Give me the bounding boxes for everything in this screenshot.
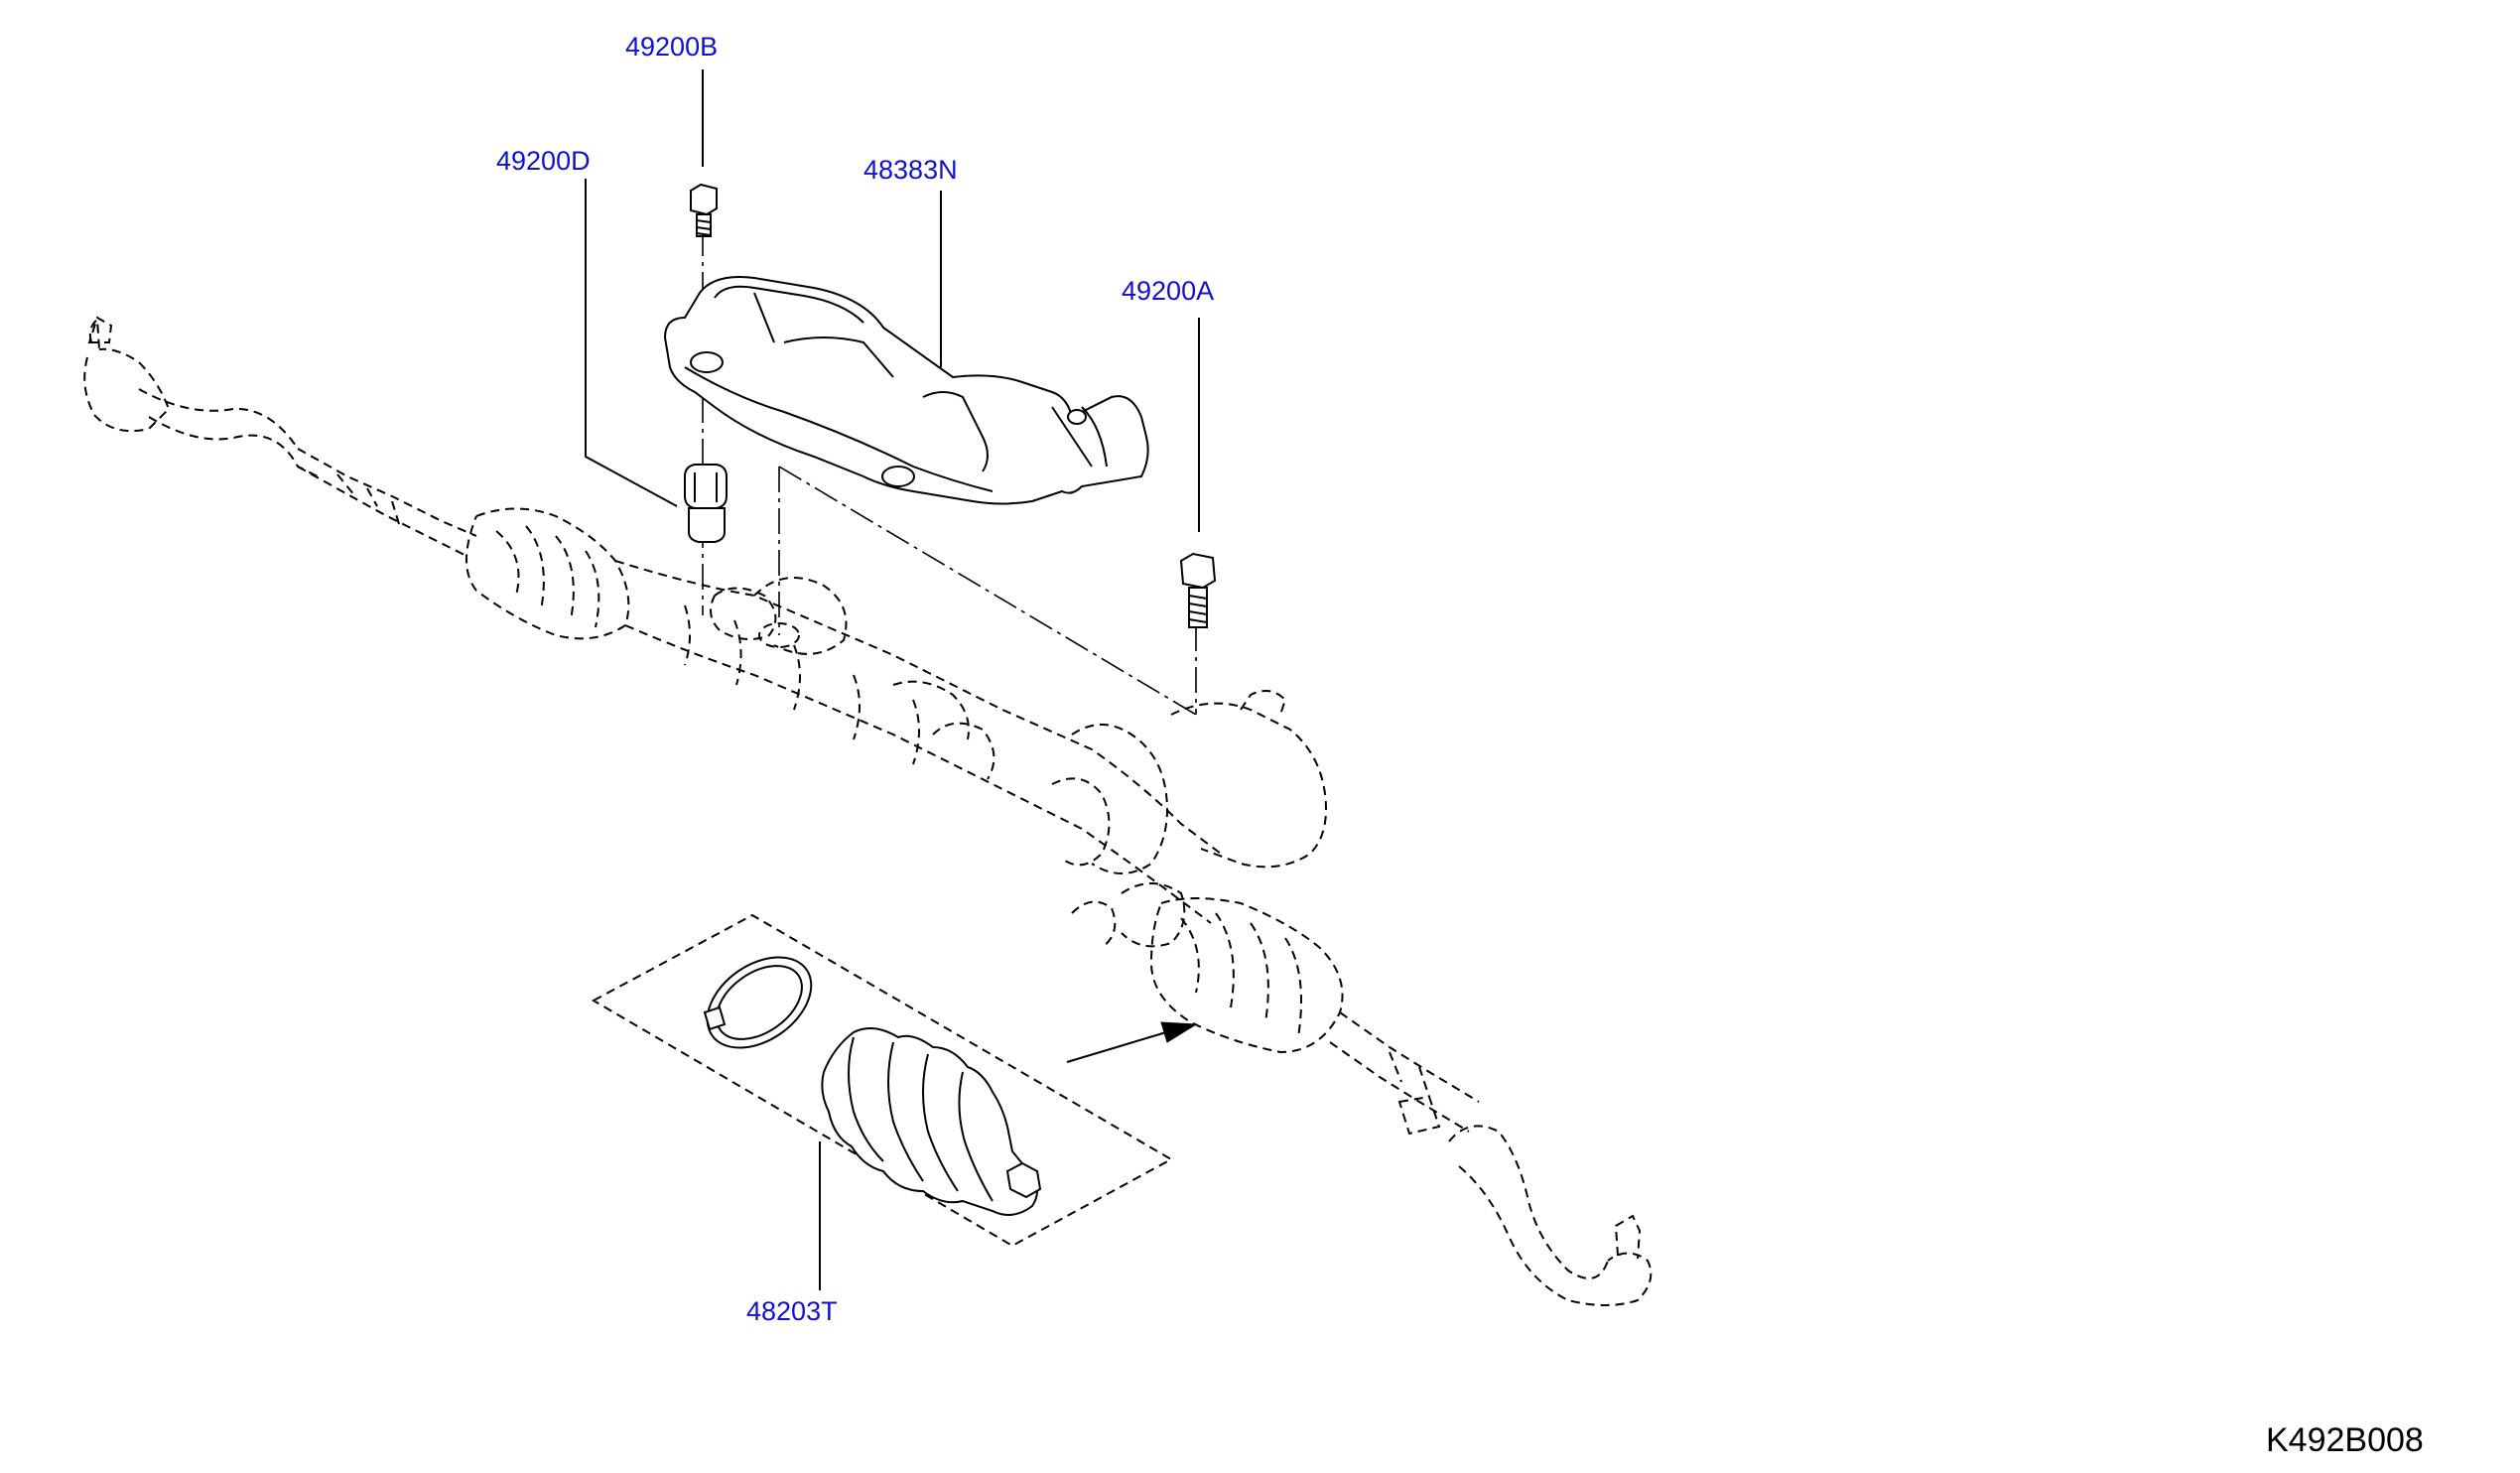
steering-boot[interactable] bbox=[821, 1027, 1042, 1216]
assembly-arrow bbox=[1066, 1021, 1198, 1063]
part-label-49200d[interactable]: 49200D bbox=[496, 146, 591, 176]
part-label-48383n[interactable]: 48383N bbox=[863, 155, 958, 185]
steering-gear-assembly bbox=[83, 316, 1653, 1306]
heat-insulator-48383n[interactable] bbox=[663, 276, 1149, 505]
leader-lines bbox=[585, 69, 1200, 1290]
bushing-49200d[interactable] bbox=[684, 464, 728, 543]
bolt-49200b[interactable] bbox=[690, 183, 718, 237]
part-label-48203t[interactable]: 48203T bbox=[746, 1296, 838, 1326]
part-label-49200a[interactable]: 49200A bbox=[1122, 276, 1214, 306]
boot-clamp[interactable] bbox=[691, 939, 829, 1067]
diagram-code: K492B008 bbox=[2266, 1421, 2424, 1459]
part-label-49200b[interactable]: 49200B bbox=[625, 32, 718, 62]
boot-kit-48203t[interactable] bbox=[591, 913, 1174, 1248]
bolt-49200a[interactable] bbox=[1179, 552, 1217, 628]
